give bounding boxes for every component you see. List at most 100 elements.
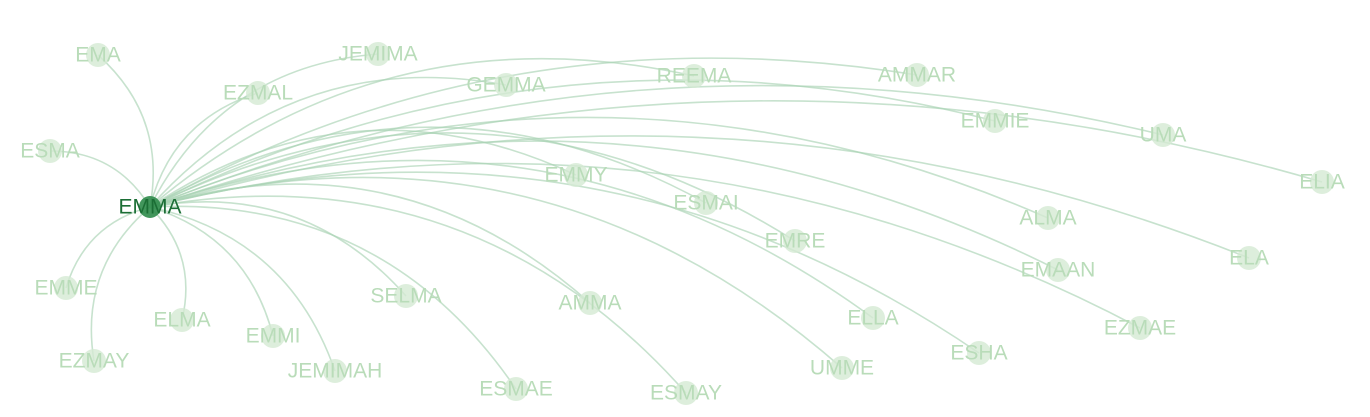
- edge-emma-ella: [149, 159, 874, 319]
- edge-emma-emmy: [149, 129, 577, 208]
- node-label-ela: ELA: [1229, 247, 1269, 270]
- node-dot-gemma: [494, 73, 518, 97]
- node-emma[interactable]: EMMA: [119, 196, 182, 219]
- node-dot-emaan: [1046, 258, 1070, 282]
- node-label-emme: EMME: [35, 277, 98, 300]
- node-label-reema: REEMA: [657, 65, 732, 88]
- node-label-jemima: JEMIMA: [338, 43, 417, 66]
- node-label-emre: EMRE: [765, 230, 826, 253]
- node-dot-reema: [682, 64, 706, 88]
- node-emme[interactable]: EMME: [35, 276, 98, 300]
- node-ema[interactable]: EMA: [75, 43, 121, 67]
- edge-emma-uma: [149, 84, 1164, 208]
- node-selma[interactable]: SELMA: [370, 284, 442, 308]
- edge-emma-elia: [149, 100, 1323, 208]
- node-umme[interactable]: UMME: [810, 356, 874, 380]
- node-ammar[interactable]: AMMAR: [878, 63, 956, 87]
- node-emaan[interactable]: EMAAN: [1021, 258, 1096, 282]
- node-emmie[interactable]: EMMIE: [961, 109, 1030, 133]
- node-dot-ezmal: [246, 81, 270, 105]
- node-label-alma: ALMA: [1019, 207, 1076, 230]
- node-label-emaan: EMAAN: [1021, 259, 1096, 282]
- node-dot-selma: [394, 284, 418, 308]
- node-jemima[interactable]: JEMIMA: [338, 42, 418, 66]
- node-dot-ela: [1237, 246, 1261, 270]
- edge-emma-ezmay: [90, 206, 151, 362]
- node-uma[interactable]: UMA: [1140, 123, 1187, 147]
- node-dot-emmi: [261, 324, 285, 348]
- node-label-umme: UMME: [810, 357, 874, 380]
- node-esma[interactable]: ESMA: [20, 139, 80, 163]
- node-label-ezmae: EZMAE: [1104, 317, 1176, 340]
- edge-emma-elma: [149, 206, 187, 321]
- node-dot-elia: [1310, 170, 1334, 194]
- node-amma[interactable]: AMMA: [559, 291, 622, 315]
- node-dot-jemimah: [323, 359, 347, 383]
- node-reema[interactable]: REEMA: [657, 64, 732, 88]
- node-ela[interactable]: ELA: [1229, 246, 1269, 270]
- edge-emma-emme: [65, 206, 151, 289]
- edge-emma-emmie: [149, 79, 996, 208]
- node-ezmay[interactable]: EZMAY: [59, 349, 130, 373]
- node-label-emma: EMMA: [119, 196, 182, 219]
- node-dot-emma: [139, 196, 161, 218]
- edges-layer: [49, 53, 1323, 394]
- node-label-jemimah: JEMIMAH: [288, 360, 383, 383]
- node-esmay[interactable]: ESMAY: [650, 381, 722, 405]
- node-dot-ella: [861, 306, 885, 330]
- node-label-emmi: EMMI: [246, 325, 301, 348]
- node-label-elia: ELIA: [1299, 171, 1345, 194]
- node-alma[interactable]: ALMA: [1019, 206, 1077, 230]
- node-elma[interactable]: ELMA: [153, 308, 211, 332]
- node-esmai[interactable]: ESMAI: [673, 191, 739, 215]
- node-label-emmy: EMMY: [545, 164, 608, 187]
- node-label-ella: ELLA: [847, 307, 898, 330]
- node-label-elma: ELMA: [153, 309, 210, 332]
- node-gemma[interactable]: GEMMA: [466, 73, 546, 97]
- node-label-esma: ESMA: [20, 140, 80, 163]
- node-emre[interactable]: EMRE: [765, 229, 826, 253]
- edge-emma-ezmae: [149, 162, 1141, 329]
- node-ezmal[interactable]: EZMAL: [223, 81, 293, 105]
- node-dot-ammar: [905, 63, 929, 87]
- node-dot-esmae: [504, 377, 528, 401]
- node-dot-umme: [830, 356, 854, 380]
- node-label-selma: SELMA: [370, 285, 441, 308]
- node-esmae[interactable]: ESMAE: [479, 377, 553, 401]
- node-label-emmie: EMMIE: [961, 110, 1030, 133]
- node-dot-uma: [1151, 123, 1175, 147]
- edge-emma-esmay: [149, 195, 687, 394]
- node-dot-ezmae: [1128, 316, 1152, 340]
- node-emmi[interactable]: EMMI: [246, 324, 301, 348]
- node-dot-esmai: [694, 191, 718, 215]
- node-label-esmay: ESMAY: [650, 382, 722, 405]
- node-label-gemma: GEMMA: [466, 74, 545, 97]
- edge-emma-esha: [149, 171, 980, 354]
- edge-emma-selma: [149, 201, 407, 297]
- node-dot-esmay: [674, 381, 698, 405]
- node-label-esmae: ESMAE: [479, 378, 553, 401]
- node-jemimah[interactable]: JEMIMAH: [288, 359, 383, 383]
- node-ezmae[interactable]: EZMAE: [1104, 316, 1176, 340]
- node-dot-jemima: [366, 42, 390, 66]
- edge-emma-ema: [97, 54, 154, 208]
- edge-emma-esmae: [149, 205, 517, 390]
- edge-emma-esmai: [149, 126, 707, 208]
- node-elia[interactable]: ELIA: [1299, 170, 1345, 194]
- node-dot-emre: [783, 229, 807, 253]
- edge-emma-esma: [49, 150, 151, 208]
- node-dot-esha: [967, 341, 991, 365]
- node-emmy[interactable]: EMMY: [545, 163, 608, 187]
- node-label-amma: AMMA: [559, 292, 622, 315]
- node-dot-elma: [170, 308, 194, 332]
- node-ella[interactable]: ELLA: [847, 306, 899, 330]
- edge-emma-ezmal: [149, 92, 259, 208]
- node-label-uma: UMA: [1140, 124, 1187, 147]
- node-label-esmai: ESMAI: [673, 192, 738, 215]
- edge-emma-jemimah: [149, 206, 336, 372]
- node-label-ezmay: EZMAY: [59, 350, 130, 373]
- node-esha[interactable]: ESHA: [950, 341, 1008, 365]
- node-label-ema: EMA: [75, 44, 121, 67]
